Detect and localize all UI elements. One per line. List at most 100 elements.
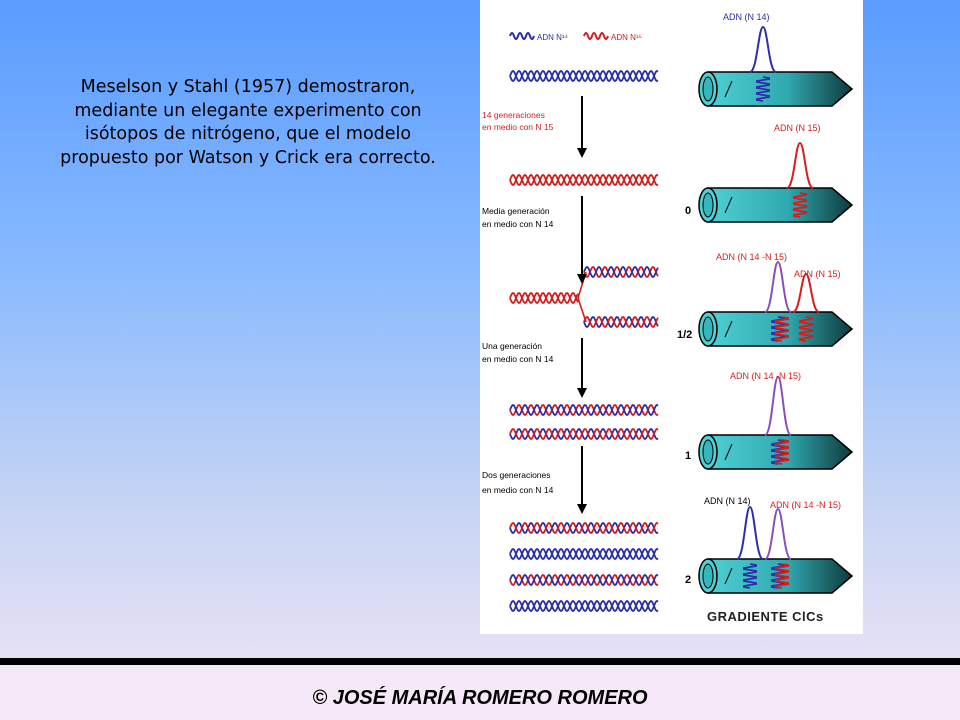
tube-label-1: 1	[685, 450, 691, 462]
dna-gen1-b	[509, 427, 659, 441]
tube-0-glint	[724, 80, 733, 98]
dna-gen1-b-strand-a	[509, 427, 659, 441]
dna-n15-gen0-strand-b	[509, 173, 659, 187]
caption-text: Meselson y Stahl (1957) demostraron, med…	[60, 77, 436, 168]
dna-gen1-a-strand-b	[509, 403, 659, 417]
dna-gen2-b	[509, 547, 659, 561]
tube-label-0: 0	[685, 205, 691, 217]
dna-gen2-b-strand-a	[509, 547, 659, 561]
legend-n15-label: ADN N¹⁵	[611, 33, 642, 42]
dna-n15-gen0	[509, 173, 659, 187]
tube-4-opening-inner	[702, 563, 714, 589]
step-1-line1: 14 generaciones	[482, 110, 545, 120]
step-3-line1: Una generación	[482, 341, 542, 351]
legend: ADN N¹⁴ ADN N¹⁵	[509, 32, 642, 42]
dna-replicating-upper-strand-b	[583, 265, 659, 279]
arrowhead-3	[577, 388, 587, 398]
tube-0-body	[707, 71, 854, 107]
peak-label-t3: ADN (N 14 -N 15)	[730, 371, 801, 381]
dna-replicating-parent-strand-b	[509, 291, 579, 305]
dna-gen1-b-strand-b	[509, 427, 659, 441]
step-2-line2: en medio con N 14	[482, 219, 554, 229]
tube-4-band-0	[743, 563, 757, 589]
dna-replicating-parent-strand-a	[509, 291, 579, 305]
generation-arrows	[577, 96, 587, 514]
peak-label-t4b: ADN (N 14 -N 15)	[770, 500, 841, 510]
tube-4-glint	[724, 567, 733, 585]
meselson-stahl-figure: ADN N¹⁴ ADN N¹⁵ 14 generaciones en m	[480, 0, 863, 634]
dna-gen2-a-strand-a	[509, 521, 659, 535]
tube-2-opening-inner	[702, 316, 714, 342]
author-credit: © JOSÉ MARÍA ROMERO ROMERO	[312, 687, 648, 709]
footer: © JOSÉ MARÍA ROMERO ROMERO	[0, 665, 960, 720]
tube-1-body	[707, 187, 854, 223]
tube-1-band-0	[793, 192, 807, 218]
arrowhead-4	[577, 504, 587, 514]
dna-gen1-a	[509, 403, 659, 417]
tube-3-glint	[724, 443, 733, 461]
dna-gen2-a-strand-b	[509, 521, 659, 535]
tube-1-peak-0	[786, 141, 814, 189]
legend-n14-swatch	[509, 32, 535, 40]
arrowhead-2	[577, 274, 587, 284]
dna-replicating-upper	[583, 265, 659, 279]
dna-n14-initial-strand-a	[509, 69, 659, 83]
tube-2-glint	[724, 320, 733, 338]
dna-gen2-d	[509, 599, 659, 613]
step-labels: 14 generaciones en medio con N 15 Media …	[482, 110, 554, 495]
tube-2-band-0-b	[775, 316, 789, 342]
tube-1	[698, 141, 854, 223]
peak-label-t0: ADN (N 14)	[723, 12, 770, 22]
tube-0	[698, 25, 854, 107]
tube-3	[698, 375, 854, 470]
tube-label-half: 1/2	[677, 329, 692, 341]
tube-label-2: 2	[685, 574, 691, 586]
centrifuge-tubes	[698, 25, 854, 594]
dna-n14-initial-strand-b	[509, 69, 659, 83]
legend-n15-swatch	[583, 32, 609, 40]
dna-gen2-c	[509, 573, 659, 587]
tube-2-peak-1	[792, 272, 820, 313]
tube-3-peak-0	[764, 375, 792, 436]
tube-0-peak-0	[749, 25, 777, 73]
dna-gen2-d-strand-b	[509, 599, 659, 613]
tube-3-opening-inner	[702, 439, 714, 465]
gradient-label: GRADIENTE ClCs	[707, 609, 824, 624]
legend-n14-label: ADN N¹⁴	[537, 33, 569, 42]
step-2-line1: Media generación	[482, 206, 550, 216]
dna-gen2-d-strand-a	[509, 599, 659, 613]
dna-gen2-c-strand-b	[509, 573, 659, 587]
tube-4-peak-1	[764, 507, 792, 560]
dna-gen1-a-strand-a	[509, 403, 659, 417]
dna-gen2-c-strand-a	[509, 573, 659, 587]
tube-4-band-1-b	[775, 563, 789, 589]
dna-strands	[509, 69, 659, 613]
step-3-line2: en medio con N 14	[482, 354, 554, 364]
fork-lower	[577, 297, 587, 323]
tube-4	[698, 505, 854, 594]
tube-2	[698, 260, 854, 347]
step-1-line2: en medio con N 15	[482, 122, 554, 132]
tube-2-band-1	[799, 316, 813, 342]
tube-2-peak-0	[764, 260, 792, 313]
tube-0-opening-inner	[702, 76, 714, 102]
tube-0-band-0	[756, 76, 770, 102]
dna-gen2-b-strand-b	[509, 547, 659, 561]
tube-labels: 0 1/2 1 2	[677, 205, 692, 586]
peak-label-t2a: ADN (N 14 -N 15)	[716, 252, 787, 262]
step-4-line2: en medio con N 14	[482, 485, 554, 495]
dna-replicating-lower	[583, 315, 659, 329]
dna-gen2-a	[509, 521, 659, 535]
tube-4-peak-0	[736, 505, 764, 560]
dna-n15-gen0-strand-a	[509, 173, 659, 187]
peak-label-t1: ADN (N 15)	[774, 123, 821, 133]
dna-replicating-lower-strand-b	[583, 315, 659, 329]
peak-labels: ADN (N 14) ADN (N 15) ADN (N 14 -N 15) A…	[704, 12, 841, 510]
tube-3-band-0-b	[775, 439, 789, 465]
peak-label-t2b: ADN (N 15)	[794, 269, 841, 279]
tube-1-glint	[724, 196, 733, 214]
tube-1-opening-inner	[702, 192, 714, 218]
peak-label-t4a: ADN (N 14)	[704, 496, 751, 506]
dna-replicating-parent	[509, 291, 579, 305]
